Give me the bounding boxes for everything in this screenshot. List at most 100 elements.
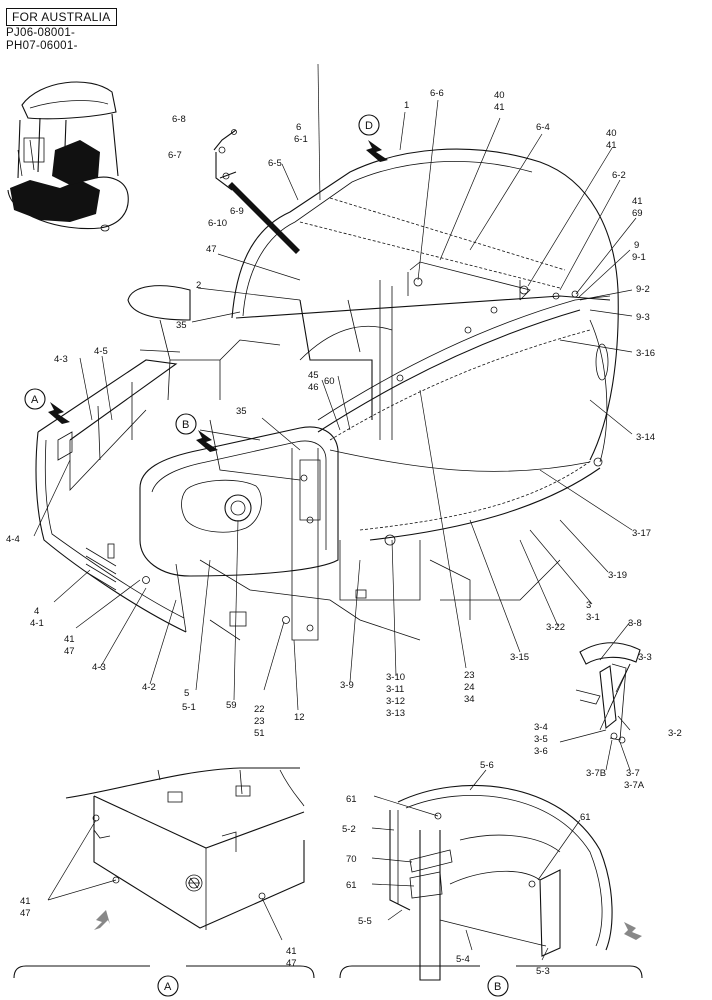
view-b-marker: B bbox=[182, 419, 189, 431]
label-b-70: 70 bbox=[346, 854, 357, 865]
label-6-5: 6-5 bbox=[268, 158, 282, 169]
label-6-1: 6-1 bbox=[294, 134, 308, 145]
front-cover bbox=[35, 359, 187, 633]
label-3-7: 3-7 bbox=[626, 768, 640, 779]
label-3-17: 3-17 bbox=[632, 528, 651, 539]
label-47-top: 47 bbox=[206, 244, 217, 255]
label-2: 2 bbox=[196, 280, 201, 291]
section-b-drawing bbox=[339, 784, 643, 997]
view-markers bbox=[24, 114, 388, 452]
machine-frame bbox=[127, 280, 561, 641]
label-40-left: 40 bbox=[494, 90, 505, 101]
detail-pointer-arrow bbox=[228, 182, 300, 254]
label-1: 1 bbox=[404, 100, 409, 111]
label-6-9: 6-9 bbox=[230, 206, 244, 217]
label-60: 60 bbox=[324, 376, 335, 387]
hinge-detail bbox=[575, 642, 641, 744]
label-4-1: 4-1 bbox=[30, 618, 44, 629]
label-4-3-top: 4-3 bbox=[54, 354, 68, 365]
label-45: 45 bbox=[308, 370, 319, 381]
label-6: 6 bbox=[296, 122, 301, 133]
side-cover-with-port bbox=[139, 426, 339, 641]
label-9: 9 bbox=[634, 240, 639, 251]
label-24: 24 bbox=[464, 682, 475, 693]
section-a-drawing bbox=[13, 767, 315, 997]
label-3-7B: 3-7B bbox=[586, 768, 606, 779]
label-6-10: 6-10 bbox=[208, 218, 227, 229]
label-69: 69 bbox=[632, 208, 643, 219]
label-a-47-right: 47 bbox=[286, 958, 297, 969]
label-3-10: 3-10 bbox=[386, 672, 405, 683]
machine-thumbnail bbox=[7, 81, 129, 232]
label-a-41: 41 bbox=[20, 896, 31, 907]
label-4-4: 4-4 bbox=[6, 534, 20, 545]
view-a-marker: A bbox=[31, 394, 39, 406]
label-3-1: 3-1 bbox=[586, 612, 600, 623]
label-59: 59 bbox=[226, 700, 237, 711]
label-9-3: 9-3 bbox=[636, 312, 650, 323]
label-41-far-right: 41 bbox=[632, 196, 643, 207]
label-41-right: 41 bbox=[606, 140, 617, 151]
label-3-9: 3-9 bbox=[340, 680, 354, 691]
label-6-6: 6-6 bbox=[430, 88, 444, 99]
label-3-19: 3-19 bbox=[608, 570, 627, 581]
canopy-cover bbox=[231, 148, 619, 546]
label-3-16: 3-16 bbox=[636, 348, 655, 359]
label-40-right: 40 bbox=[606, 128, 617, 139]
label-3-3: 3-3 bbox=[638, 652, 652, 663]
label-6-2: 6-2 bbox=[612, 170, 626, 181]
label-b-5-4: 5-4 bbox=[456, 954, 470, 965]
region-label: FOR AUSTRALIA bbox=[6, 8, 117, 26]
label-47-front: 47 bbox=[64, 646, 75, 657]
label-3-22: 3-22 bbox=[546, 622, 565, 633]
part-number-labels: 1 2 4 4-1 4-2 4-3 4-3 4-4 4-5 5 5-1 6 6-… bbox=[6, 88, 682, 993]
label-a-47: 47 bbox=[20, 908, 31, 919]
label-3-4: 3-4 bbox=[534, 722, 548, 733]
label-4-5: 4-5 bbox=[94, 346, 108, 357]
label-23-left: 23 bbox=[254, 716, 265, 727]
label-b-5-2: 5-2 bbox=[342, 824, 356, 835]
label-5-1: 5-1 bbox=[182, 702, 196, 713]
label-22: 22 bbox=[254, 704, 265, 715]
label-5: 5 bbox=[184, 688, 189, 699]
label-3-15: 3-15 bbox=[510, 652, 529, 663]
label-6-8: 6-8 bbox=[172, 114, 186, 125]
leader-lines bbox=[33, 63, 637, 961]
label-b-61-top: 61 bbox=[346, 794, 357, 805]
label-9-1: 9-1 bbox=[632, 252, 646, 263]
label-b-5-3: 5-3 bbox=[536, 966, 550, 977]
label-b-61-mid: 61 bbox=[346, 880, 357, 891]
label-3-7A: 3-7A bbox=[624, 780, 645, 791]
label-34: 34 bbox=[464, 694, 475, 705]
label-b-5-6: 5-6 bbox=[480, 760, 494, 771]
label-41-left: 41 bbox=[494, 102, 505, 113]
bracket-detail bbox=[213, 129, 237, 191]
label-6-7: 6-7 bbox=[168, 150, 182, 161]
label-3-2: 3-2 bbox=[668, 728, 682, 739]
label-b-61-right: 61 bbox=[580, 812, 591, 823]
section-a-label: A bbox=[164, 981, 172, 993]
label-9-2: 9-2 bbox=[636, 284, 650, 295]
label-3-6: 3-6 bbox=[534, 746, 548, 757]
label-4-2: 4-2 bbox=[142, 682, 156, 693]
label-46: 46 bbox=[308, 382, 319, 393]
label-41-front: 41 bbox=[64, 634, 75, 645]
label-3-8: 3-8 bbox=[628, 618, 642, 629]
label-a-41-right: 41 bbox=[286, 946, 297, 957]
serial-range-1: PJ06-08001- bbox=[6, 27, 76, 39]
label-12: 12 bbox=[294, 712, 305, 723]
serial-range-2: PH07-06001- bbox=[6, 40, 78, 52]
label-35-mid: 35 bbox=[236, 406, 247, 417]
label-3: 3 bbox=[586, 600, 591, 611]
label-35-left: 35 bbox=[176, 320, 187, 331]
label-3-12: 3-12 bbox=[386, 696, 405, 707]
label-3-13: 3-13 bbox=[386, 708, 405, 719]
view-d-marker: D bbox=[365, 120, 373, 132]
label-3-11: 3-11 bbox=[386, 684, 404, 695]
section-b-label: B bbox=[494, 981, 501, 993]
label-3-14: 3-14 bbox=[636, 432, 655, 443]
label-4-3-bottom: 4-3 bbox=[92, 662, 106, 673]
label-b-5-5: 5-5 bbox=[358, 916, 372, 927]
